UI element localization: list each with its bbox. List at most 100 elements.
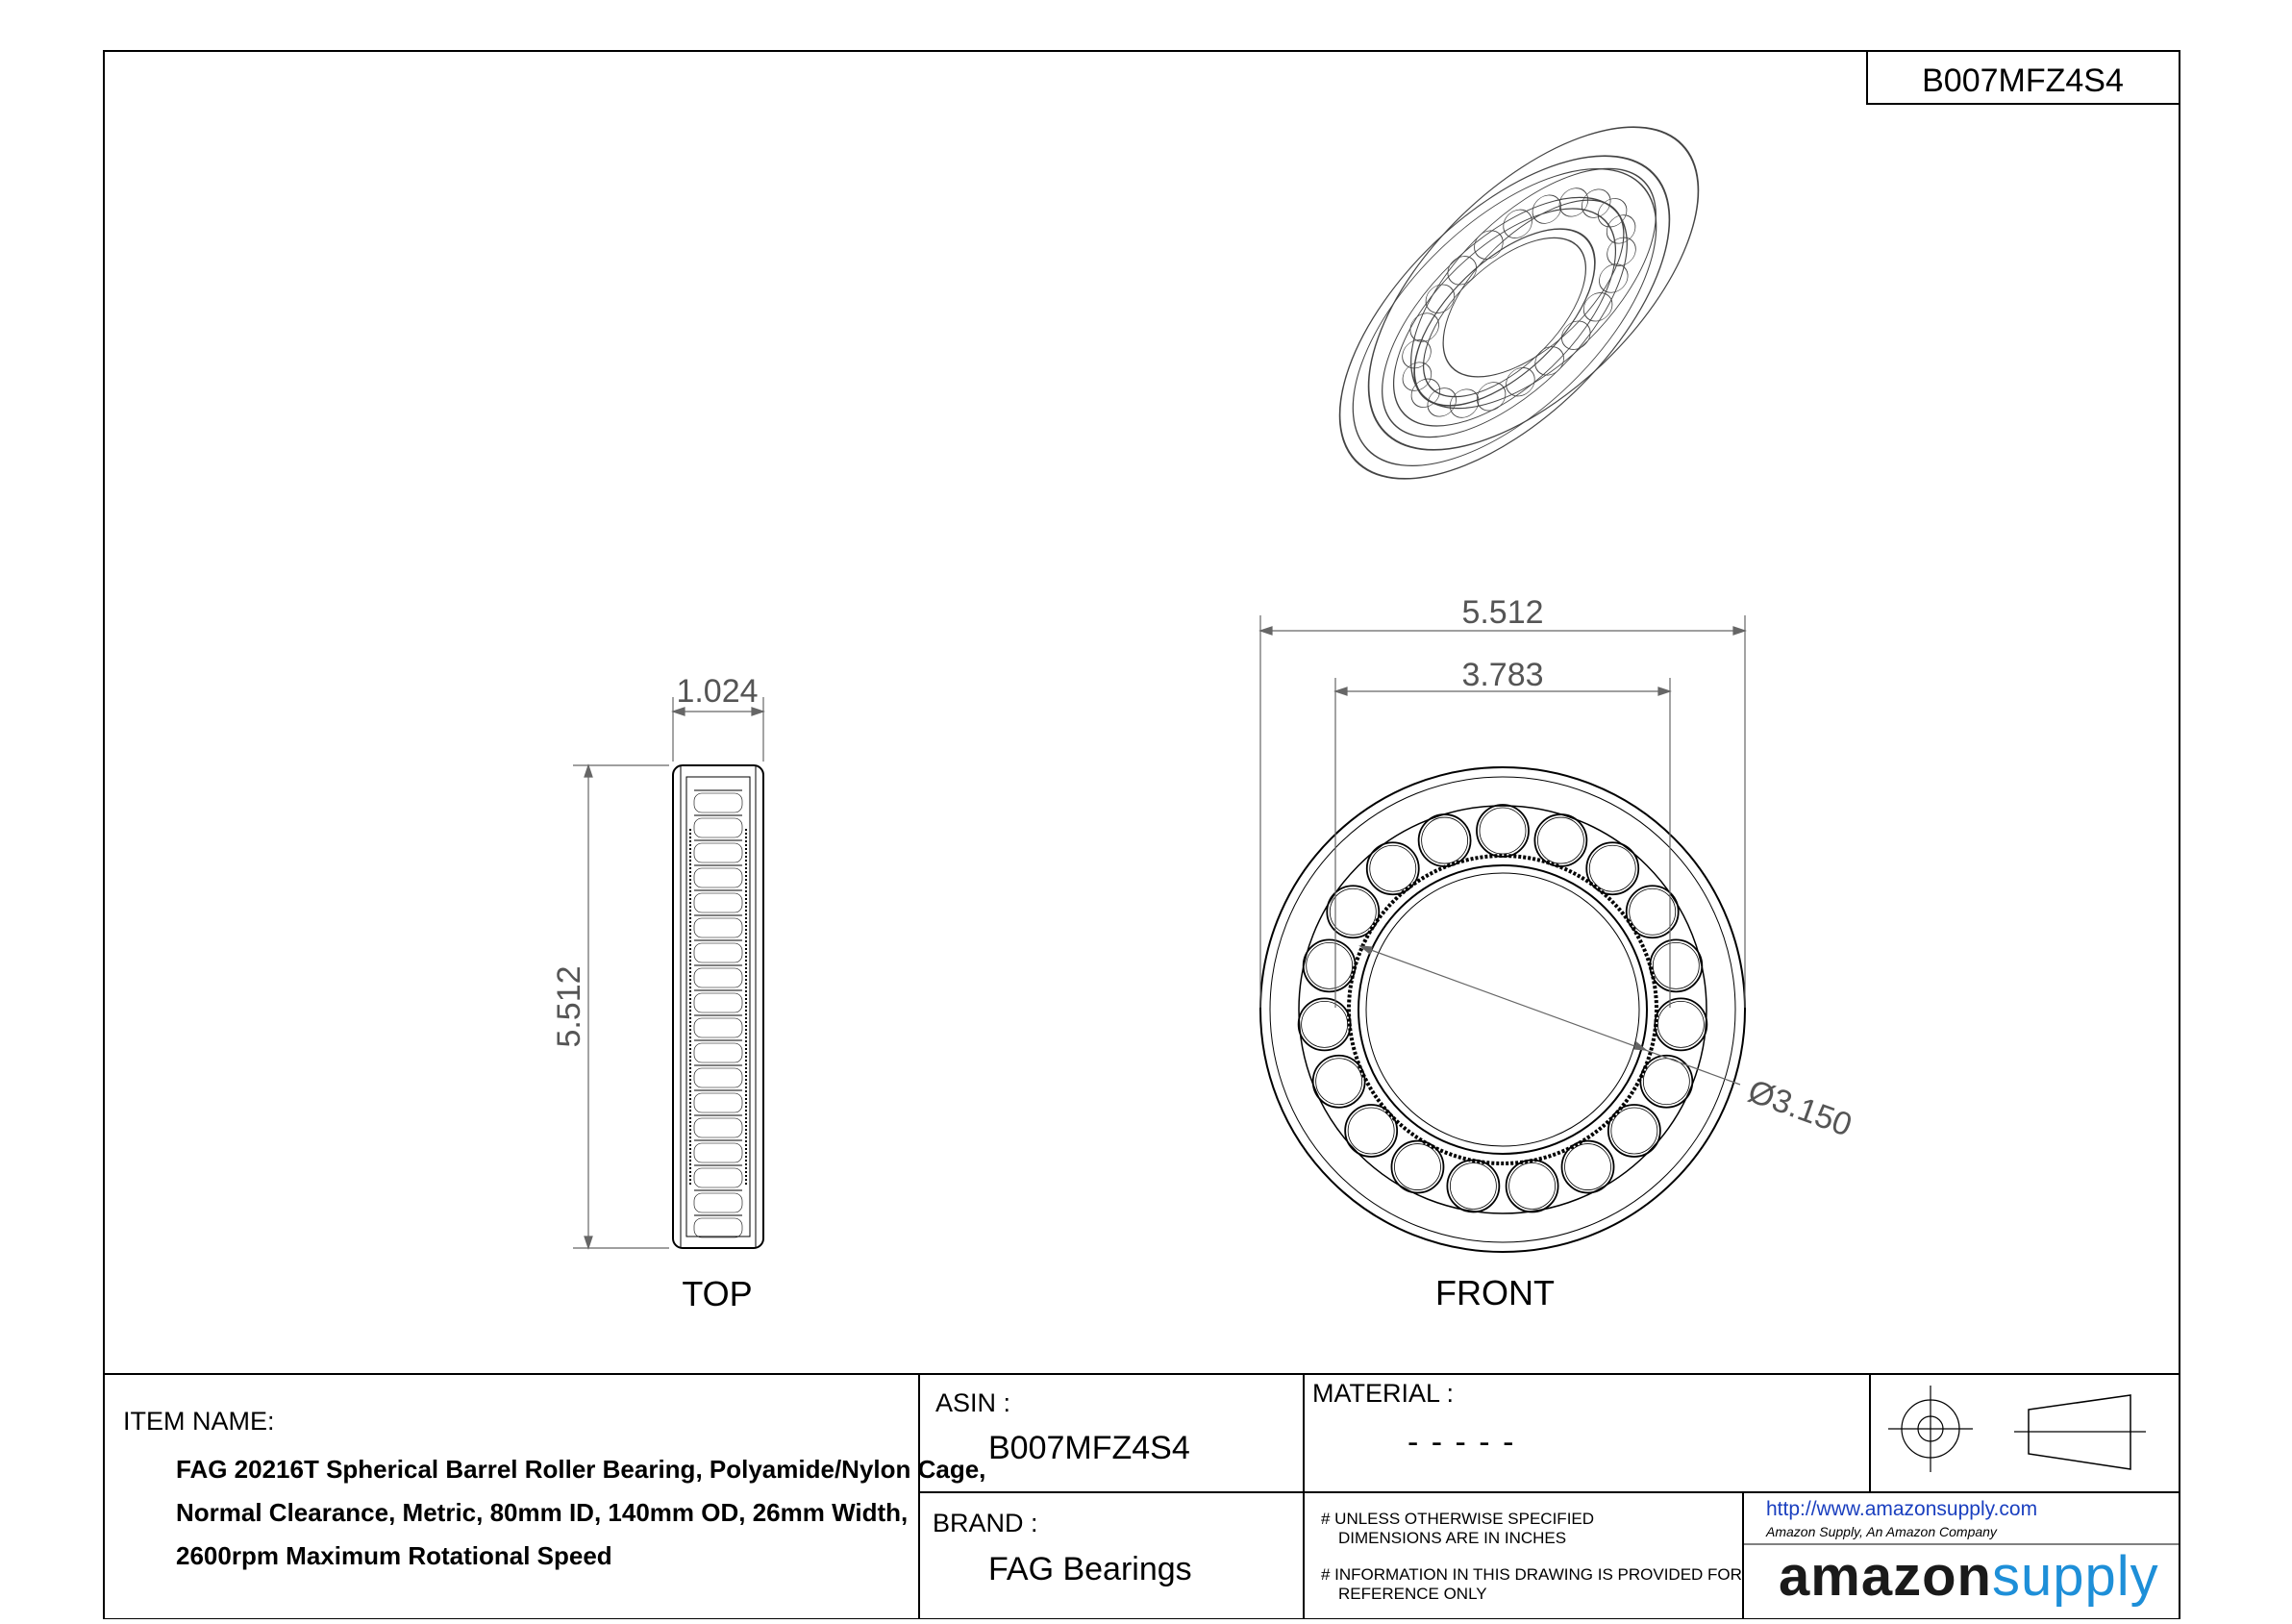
front-roller-inner [1369,844,1417,892]
iso-roller [1606,214,1636,244]
top-height-dimension [573,763,669,1250]
front-roller [1365,841,1420,896]
iso-roller [1474,230,1504,260]
iso-roller [1402,339,1432,369]
note-reference-line-1: # INFORMATION IN THIS DRAWING IS PROVIDE… [1321,1565,1742,1584]
front-roller-inner [1394,1143,1441,1190]
iso-roller [1607,237,1636,266]
iso-roller [1599,263,1629,293]
top-roller-body [693,1217,743,1238]
front-view-label: FRONT [1435,1273,1555,1312]
item-name-description: FAG 20216T Spherical Barrel Roller Beari… [176,1448,985,1578]
front-roller-inner [1421,816,1469,864]
website-link[interactable]: http://www.amazonsupply.com [1766,1498,2038,1520]
front-roller-inner [1652,941,1700,989]
iso-roller [1409,312,1439,342]
asin-label: ASIN : [935,1388,1011,1417]
front-roller [1505,1159,1559,1213]
front-bore-dimension [1358,945,1741,1086]
front-roller-inner [1347,1107,1395,1155]
front-roller-inner [1315,1058,1363,1106]
front-roller-inner [1449,1162,1497,1210]
note-units-line-2: DIMENSIONS ARE IN INCHES [1338,1529,1567,1547]
iso-roller [1402,362,1432,391]
brand-label: BRAND : [933,1509,1038,1537]
top-roller-body [693,1067,743,1088]
top-roller-body [693,1117,743,1138]
iso-roller [1410,378,1441,408]
iso-roller [1449,388,1480,418]
iso-view [1338,126,1700,480]
top-width-dimension [671,697,765,762]
front-roller-inner [1508,1162,1557,1210]
iso-roller [1582,188,1611,218]
iso-roller [1532,194,1562,224]
front-roller [1649,938,1704,993]
item-name-label: ITEM NAME: [123,1407,275,1436]
company-tagline: Amazon Supply, An Amazon Company [1766,1524,1997,1539]
front-inner-dimension [1333,678,1672,1008]
front-roller [1639,1054,1694,1109]
front-roller-inner [1629,887,1677,936]
top-roller-body [693,792,743,813]
top-roller-body [693,1142,743,1163]
logo-supply-text: supply [1991,1545,2159,1608]
front-roller-inner [1588,844,1636,892]
front-view [1259,766,1746,1253]
front-roller [1654,997,1708,1052]
front-inner-value: 3.783 [1461,657,1543,693]
front-roller-inner [1301,1000,1349,1048]
front-roller-inner [1479,807,1527,855]
top-roller-body [693,967,743,988]
item-name-line-1: FAG 20216T Spherical Barrel Roller Beari… [176,1455,986,1484]
front-roller [1625,885,1680,939]
note-units-line-1: # UNLESS OTHERWISE SPECIFIED [1321,1510,1595,1528]
iso-roller [1506,367,1535,397]
front-roller-inner [1610,1107,1658,1155]
title-block-grid [104,1373,2180,1619]
top-roller-body [693,942,743,963]
front-outer-dimension [1258,615,1747,1008]
material-label: MATERIAL : [1312,1379,1455,1408]
iso-roller [1582,292,1613,322]
top-roller-body [693,817,743,838]
front-roller [1326,885,1381,939]
front-roller-inner [1306,941,1354,989]
note-reference-line-2: REFERENCE ONLY [1338,1585,1487,1603]
logo-amazon-text: amazon [1779,1545,1992,1608]
iso-roller [1534,346,1564,376]
iso-roller [1425,284,1456,313]
item-name-line-2: Normal Clearance, Metric, 80mm ID, 140mm… [176,1498,909,1527]
top-roller-body [693,917,743,938]
iso-roller [1561,320,1591,350]
front-roller-inner [1329,887,1377,936]
iso-roller [1503,209,1532,238]
item-name-line-3: 2600rpm Maximum Rotational Speed [176,1541,612,1570]
top-roller-body [693,842,743,863]
front-roller [1344,1104,1399,1158]
front-roller [1607,1104,1661,1158]
front-roller [1533,813,1588,867]
asin-header-box [1866,50,2180,105]
front-roller-inner [1642,1058,1690,1106]
front-roller [1476,804,1530,858]
front-outer-value: 5.512 [1461,594,1543,631]
front-roller-inner [1536,816,1584,864]
iso-roller [1427,387,1457,417]
front-roller-inner [1564,1143,1611,1190]
front-roller [1417,813,1472,867]
top-roller-body [693,1092,743,1113]
front-roller [1390,1139,1445,1194]
iso-roller [1558,187,1589,217]
front-bore-value: Ø3.150 [1743,1073,1856,1144]
front-roller [1311,1054,1366,1109]
front-roller [1585,841,1640,896]
front-roller [1297,997,1352,1052]
top-roller-body [693,992,743,1013]
iso-roller-ring [1402,187,1636,418]
top-view [672,764,764,1249]
brand-value: FAG Bearings [988,1551,1192,1587]
front-rollers [1297,804,1708,1213]
top-roller-lines [693,789,743,1238]
